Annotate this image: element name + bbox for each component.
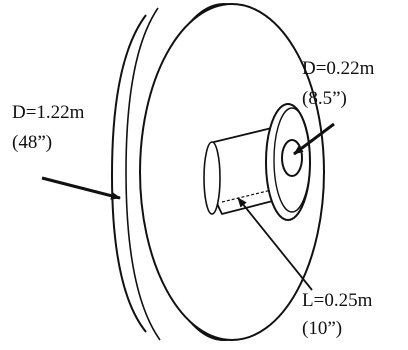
inner-diameter-label: D=0.22m (302, 58, 375, 79)
outer-diameter-arrow (41, 176, 121, 200)
tube-length-imperial-label: (10”) (302, 318, 343, 339)
tube-back-end (203, 141, 221, 215)
flange-ring-inner-edge (273, 107, 311, 213)
inner-diameter-arrow (293, 122, 335, 156)
tube-length-leader (237, 197, 313, 291)
tube-length-label: L=0.25m (302, 290, 373, 311)
inner-diameter-imperial-label: (8.5”) (302, 88, 347, 109)
outer-diameter-label: D=1.22m (12, 102, 85, 123)
disk-rim-inner-edge (125, 7, 161, 341)
inner-opening (281, 139, 303, 177)
outer-diameter-imperial-label: (48”) (12, 132, 53, 153)
disk-rim (110, 14, 147, 333)
